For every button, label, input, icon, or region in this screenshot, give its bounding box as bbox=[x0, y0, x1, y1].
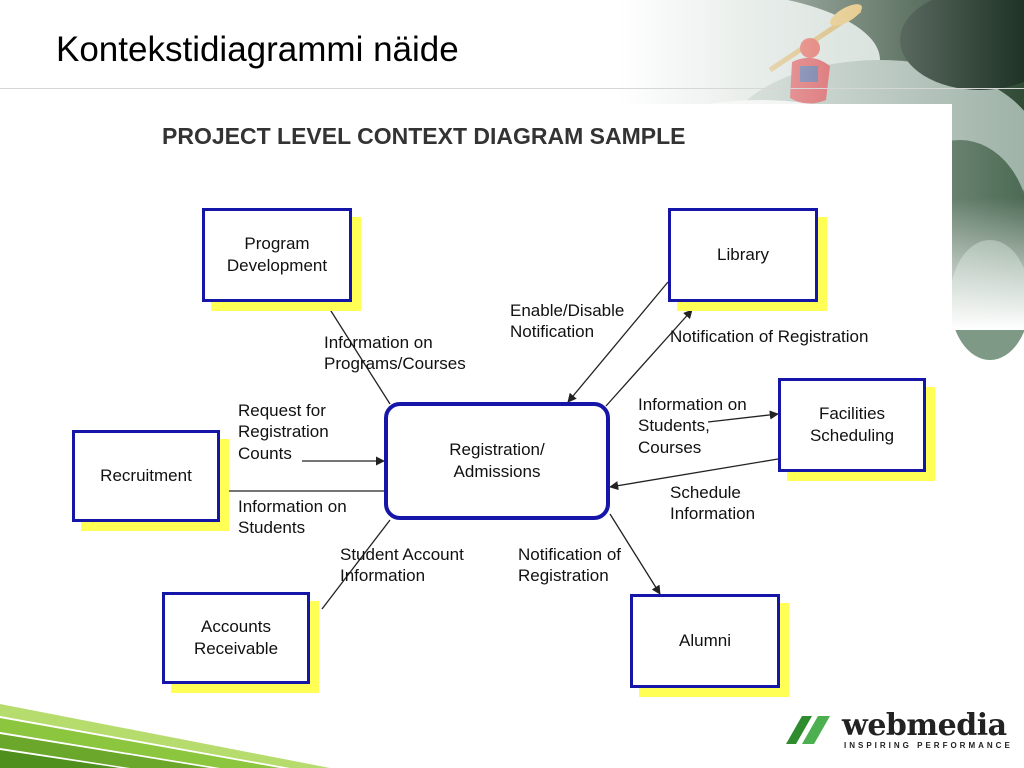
arrow-notif-library bbox=[605, 309, 693, 407]
entity-label: Registration/ Admissions bbox=[449, 439, 545, 481]
entity-label: Program Development bbox=[226, 233, 328, 275]
flow-request-counts: Request for Registration Counts bbox=[238, 401, 329, 463]
entity-label: Alumni bbox=[679, 630, 731, 650]
webmedia-logo: webmedia INSPIRING PERFORMANCE bbox=[782, 708, 1012, 760]
logo-wordmark: webmedia bbox=[842, 708, 1007, 743]
entity-label: Facilities Scheduling bbox=[809, 403, 895, 445]
context-diagram: PROJECT LEVEL CONTEXT DIAGRAM SAMPLE Pro… bbox=[72, 104, 952, 704]
entity-label: Accounts Receivable bbox=[193, 616, 279, 658]
entity-recruitment: Recruitment bbox=[72, 430, 220, 522]
entity-alumni: Alumni bbox=[630, 594, 780, 688]
entity-label: Recruitment bbox=[100, 465, 192, 485]
diagram-heading: PROJECT LEVEL CONTEXT DIAGRAM SAMPLE bbox=[162, 123, 686, 149]
footer-green-stripes bbox=[0, 704, 330, 768]
arrow-enable-disable bbox=[567, 281, 669, 403]
flow-student-account: Student Account Information bbox=[340, 545, 464, 586]
flow-notif-registration-alumni: Notification of Registration bbox=[518, 545, 621, 586]
entity-accounts-receivable: Accounts Receivable bbox=[162, 592, 310, 684]
entity-label: Library bbox=[717, 244, 769, 264]
arrow-info-courses bbox=[707, 410, 779, 423]
flow-info-programs: Information on Programs/Courses bbox=[324, 333, 466, 374]
flow-arrows bbox=[219, 281, 779, 610]
arrow-schedule-info bbox=[609, 458, 779, 491]
flow-info-students: Information on Students bbox=[238, 497, 347, 538]
flow-schedule-info: Schedule Information bbox=[670, 483, 756, 524]
logo-tagline: INSPIRING PERFORMANCE bbox=[844, 741, 1013, 750]
entity-library: Library bbox=[668, 208, 818, 302]
entity-facilities-scheduling: Facilities Scheduling bbox=[778, 378, 926, 472]
slide-title: Kontekstidiagrammi näide bbox=[56, 30, 459, 69]
entity-registration-admissions: Registration/ Admissions bbox=[384, 402, 610, 520]
arrow-notif-alumni bbox=[609, 513, 661, 595]
flow-info-students-courses: Information on Students, Courses bbox=[638, 395, 747, 457]
arrow-student-account bbox=[321, 519, 391, 610]
title-divider bbox=[0, 88, 1024, 89]
arrow-info-programs bbox=[323, 299, 391, 405]
leaf-logo-icon bbox=[786, 716, 830, 744]
flow-enable-disable: Enable/Disable Notification bbox=[510, 301, 625, 342]
flow-notif-registration-library: Notification of Registration bbox=[670, 327, 869, 346]
entity-program-development: Program Development bbox=[202, 208, 352, 302]
